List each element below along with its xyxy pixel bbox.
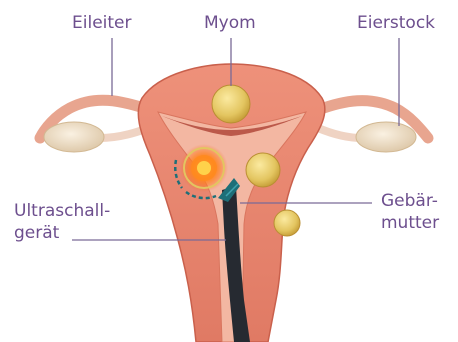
label-fallopian-tube: Eileiter <box>72 12 131 34</box>
label-ultrasound-device: Ultraschall- gerät <box>14 200 110 244</box>
fibroid-lower-right <box>274 210 300 236</box>
label-uterus-line1: Gebär- <box>381 190 439 212</box>
label-fibroid: Myom <box>204 12 256 34</box>
label-ultrasound-line1: Ultraschall- <box>14 200 110 222</box>
right-ligament <box>318 128 362 138</box>
label-uterus: Gebär- mutter <box>381 190 439 234</box>
label-ultrasound-line2: gerät <box>14 222 110 244</box>
fibroid-top <box>212 85 250 123</box>
fibroid-right <box>246 153 280 187</box>
right-ovary <box>356 122 416 152</box>
label-ovary: Eierstock <box>357 12 435 34</box>
left-ovary <box>44 122 104 152</box>
label-uterus-line2: mutter <box>381 212 439 234</box>
